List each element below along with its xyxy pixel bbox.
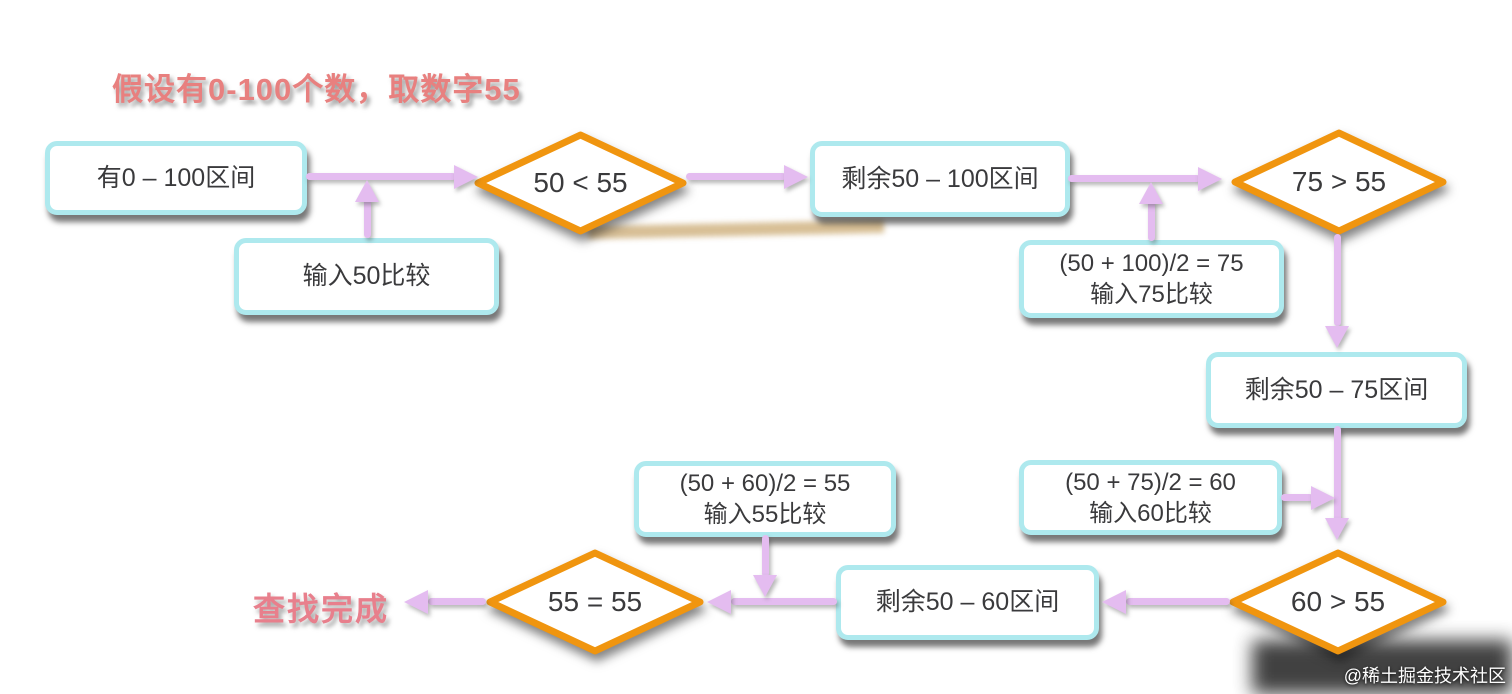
arrow-remain5060-to-cmp55-line — [731, 598, 837, 605]
process-calc-75: (50 + 100)/2 = 75 输入75比较 — [1019, 240, 1284, 318]
arrow-calc55-down-head — [753, 575, 777, 597]
decision-75-gt-55-label: 75 > 55 — [1291, 166, 1387, 197]
arrow-start-to-cmp50-head — [454, 165, 478, 189]
decision-75-gt-55: 75 > 55 — [1230, 128, 1448, 236]
process-calc-60-line2: 输入60比较 — [1089, 499, 1212, 527]
arrow-cmp55-to-done-line — [428, 598, 486, 605]
decision-55-eq-55: 55 = 55 — [485, 548, 705, 656]
decision-60-gt-55-label: 60 > 55 — [1290, 586, 1386, 617]
arrow-calc60-right-line — [1281, 494, 1313, 501]
process-calc-55-line2: 输入55比较 — [703, 501, 827, 528]
search-done-label: 查找完成 — [253, 591, 390, 627]
arrow-cmp55-to-done-head — [404, 590, 428, 614]
arrow-cmp50-to-remain-line — [686, 173, 786, 180]
diamond-shape — [1231, 129, 1447, 235]
process-input-50-label: 输入50比较 — [302, 262, 431, 290]
diamond-shape — [1229, 549, 1447, 655]
decision-60-gt-55: 60 > 55 — [1228, 548, 1448, 656]
arrow-start-to-cmp50-line — [306, 173, 456, 180]
diamond-shape — [486, 549, 704, 655]
arrow-remain-to-cmp75-head — [1198, 167, 1222, 191]
process-calc-60: (50 + 75)/2 = 60 输入60比较 — [1019, 460, 1282, 535]
process-remain-50-60-label: 剩余50 – 60区间 — [875, 588, 1060, 616]
arrow-cmp50-to-remain-head — [784, 165, 808, 189]
arrow-cmp60-to-remain5060-head — [1102, 590, 1126, 614]
diagram-title: 假设有0-100个数，取数字55 — [112, 72, 521, 107]
arrow-cmp75-down-head — [1325, 326, 1349, 348]
arrow-calc75-up-line — [1148, 200, 1155, 241]
arrow-calc60-right-head — [1311, 486, 1335, 510]
arrow-remain5060-to-cmp55-head — [707, 590, 731, 614]
process-remain-50-60: 剩余50 – 60区间 — [836, 565, 1099, 640]
process-start-label: 有0 – 100区间 — [96, 163, 256, 192]
process-start: 有0 – 100区间 — [45, 141, 307, 215]
diamond-shape — [474, 131, 687, 235]
arrow-remain-to-cmp75-line — [1068, 175, 1200, 182]
process-remain-50-100-label: 剩余50 – 100区间 — [841, 164, 1039, 193]
arrow-cmp75-down-line — [1334, 234, 1341, 326]
decision-50-lt-55-label: 50 < 55 — [533, 167, 628, 198]
watermark-shadow-band — [1252, 640, 1512, 694]
arrow-input50-up-head — [355, 180, 379, 202]
arrow-calc75-up-head — [1139, 182, 1163, 204]
arrow-input50-up-line — [364, 198, 371, 238]
process-calc-75-line1: (50 + 100)/2 = 75 — [1059, 250, 1244, 277]
process-remain-50-100: 剩余50 – 100区间 — [810, 141, 1070, 217]
process-input-50: 输入50比较 — [234, 238, 499, 315]
arrow-cmp60-to-remain5060-line — [1126, 598, 1230, 605]
arrow-remain5075-down-line — [1334, 426, 1341, 522]
process-remain-50-75: 剩余50 – 75区间 — [1206, 352, 1467, 428]
arrow-remain5075-down-head — [1325, 518, 1349, 540]
decision-55-eq-55-label: 55 = 55 — [547, 586, 643, 617]
process-calc-55: (50 + 60)/2 = 55 输入55比较 — [634, 461, 896, 537]
process-calc-55-line1: (50 + 60)/2 = 55 — [679, 470, 851, 497]
process-calc-75-line2: 输入75比较 — [1090, 281, 1213, 308]
watermark: @稀土掘金技术社区 — [1343, 666, 1506, 686]
process-calc-60-line1: (50 + 75)/2 = 60 — [1065, 468, 1236, 496]
arrow-calc55-down-line — [762, 535, 769, 577]
process-remain-50-75-label: 剩余50 – 75区间 — [1244, 375, 1429, 404]
decision-50-lt-55: 50 < 55 — [473, 130, 688, 236]
